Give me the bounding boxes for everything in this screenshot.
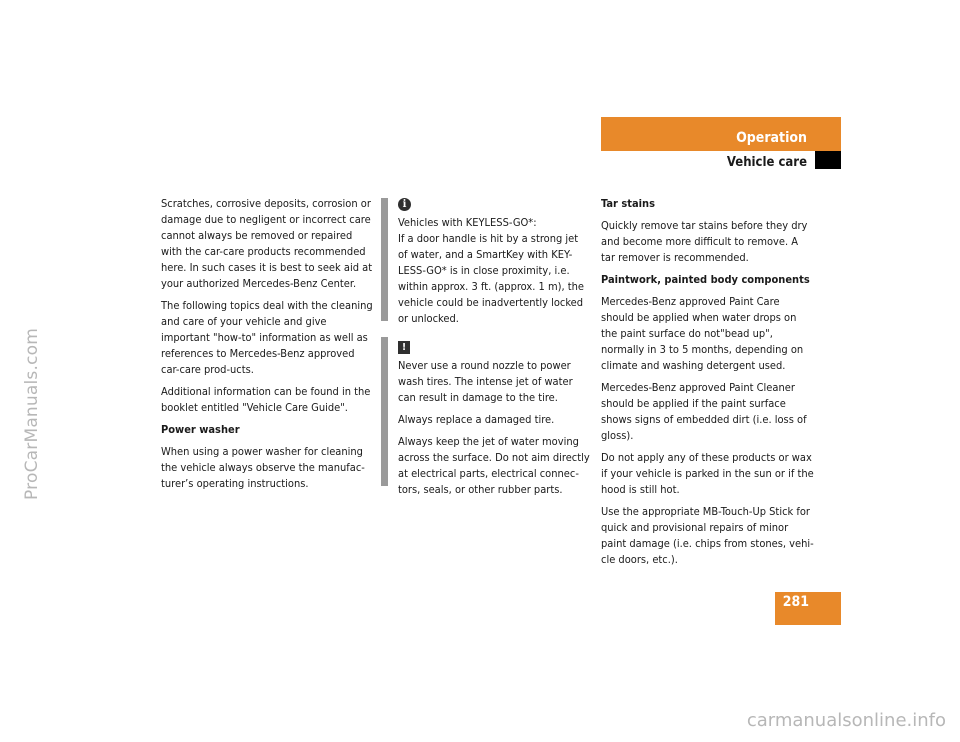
header-marker [815, 151, 841, 169]
left-column: Scratches, corrosive deposits, corrosion… [161, 196, 375, 498]
heading-power-washer: Power washer [161, 423, 240, 436]
paragraph: Use the appropriate MB-Touch-Up Stick fo… [601, 505, 814, 566]
paragraph: Mercedes-Benz approved Paint Care should… [601, 295, 804, 372]
paragraph: Do not apply any of these products or wa… [601, 451, 814, 496]
info-note-bar [381, 198, 388, 321]
paragraph: Scratches, corrosive deposits, corrosion… [161, 197, 373, 290]
middle-column: i Vehicles with KEYLESS-GO*: If a door h… [398, 196, 590, 512]
subsection-title: Vehicle care [726, 155, 807, 170]
paragraph: When using a power washer for cleaning t… [161, 445, 365, 490]
info-icon: i [398, 198, 411, 211]
info-note: i Vehicles with KEYLESS-GO*: If a door h… [398, 198, 590, 327]
heading-tar-stains: Tar stains [601, 197, 655, 210]
paragraph: Quickly remove tar stains before they dr… [601, 219, 808, 264]
side-watermark: ProCarManuals.com [22, 328, 42, 500]
header-bar [601, 117, 841, 151]
paragraph: Mercedes-Benz approved Paint Cleaner sho… [601, 381, 807, 442]
paragraph: Always keep the jet of water moving acro… [398, 435, 590, 496]
paragraph: Never use a round nozzle to power wash t… [398, 359, 573, 404]
page-number: 281 [782, 594, 809, 610]
paragraph: Additional information can be found in t… [161, 385, 371, 414]
paragraph: The following topics deal with the clean… [161, 299, 373, 376]
heading-paintwork: Paintwork, painted body components [601, 273, 810, 286]
warning-note: ! Never use a round nozzle to power wash… [398, 341, 590, 498]
section-title: Operation [736, 130, 807, 146]
right-column: Tar stains Quickly remove tar stains bef… [601, 196, 815, 574]
info-note-title: Vehicles with KEYLESS-GO*: [398, 216, 537, 229]
paragraph: Always replace a damaged tire. [398, 413, 555, 426]
warning-note-bar [381, 337, 388, 486]
warning-icon: ! [398, 341, 410, 354]
bottom-watermark: carmanualsonline.info [746, 710, 946, 731]
page-number-box [775, 592, 841, 625]
info-note-text: If a door handle is hit by a strong jet … [398, 232, 584, 325]
